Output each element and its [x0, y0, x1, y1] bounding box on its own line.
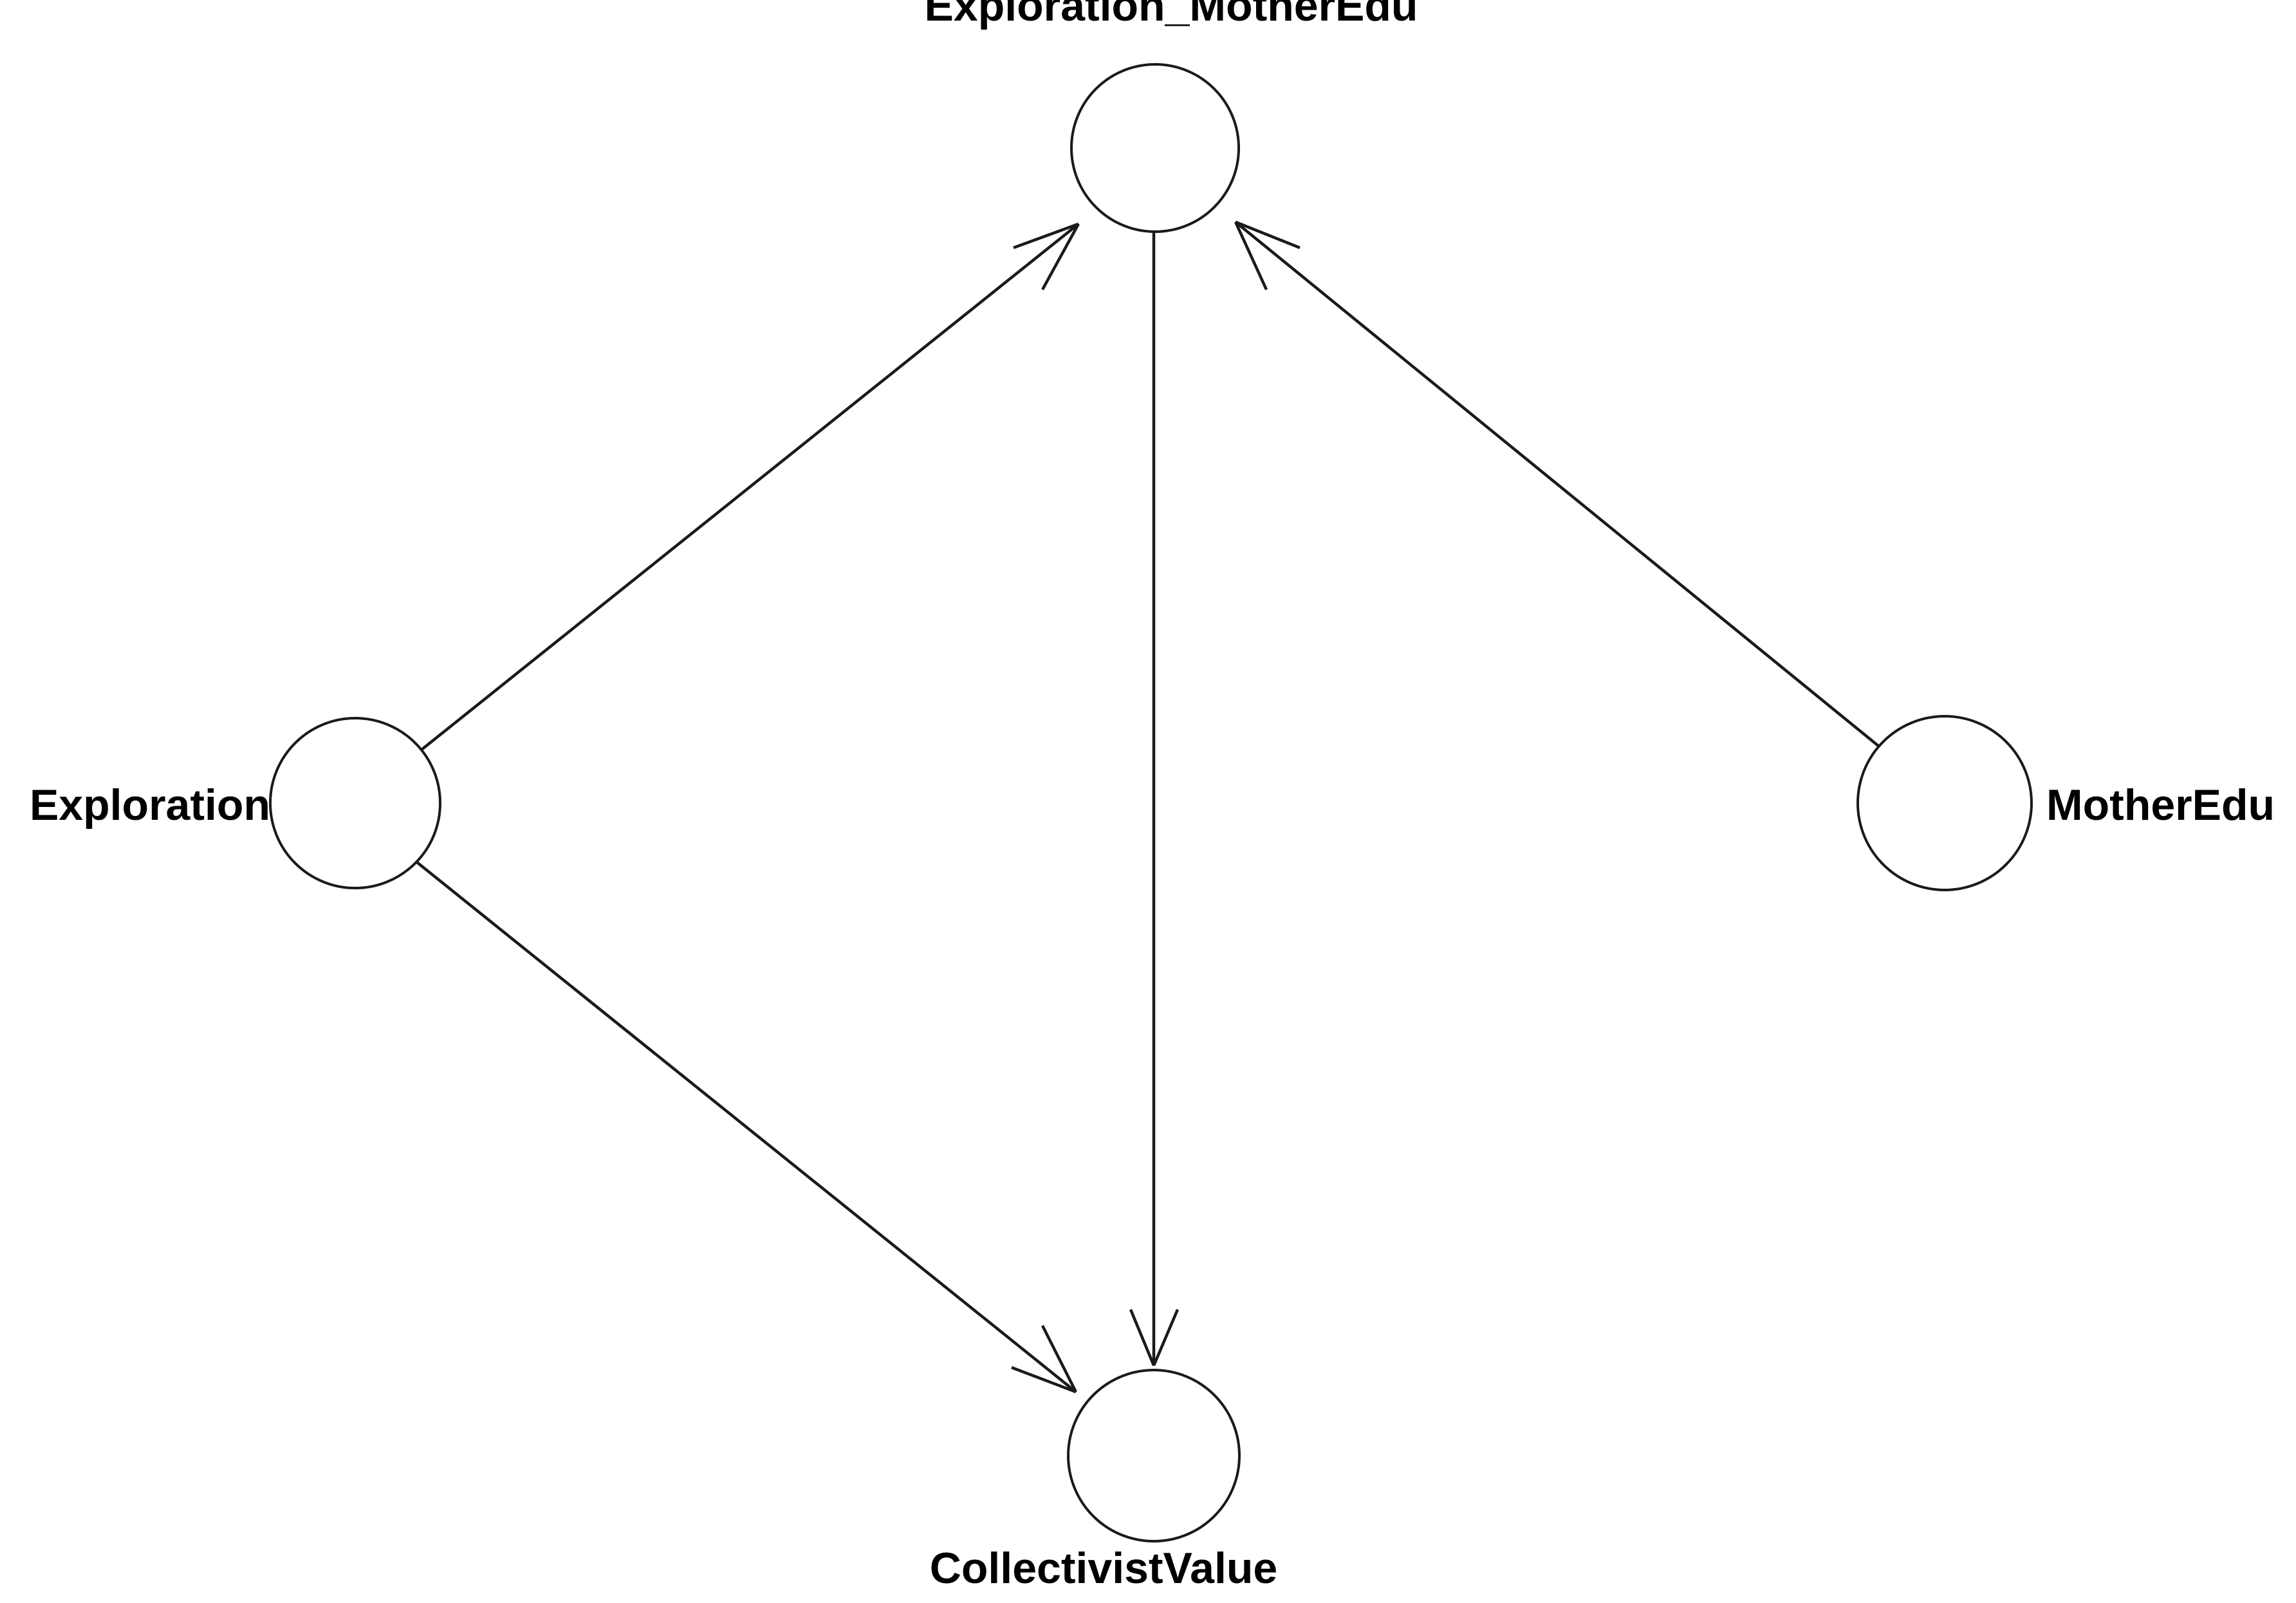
- node-exploration-motheredu[interactable]: Exploration_MotherEdu: [925, 0, 1418, 233]
- node-label: CollectivistValue: [930, 1544, 1277, 1593]
- edge-line: [416, 861, 1077, 1393]
- edge-motheredu-to-exploration-motheredu[interactable]: [1234, 220, 1887, 753]
- edge-line: [420, 223, 1080, 751]
- arrowhead-icon: [1129, 1309, 1180, 1366]
- node-motheredu[interactable]: MotherEdu: [1856, 715, 2275, 891]
- edge-exploration-to-collectivistvalue[interactable]: [416, 861, 1078, 1394]
- node-collectivistvalue[interactable]: CollectivistValue: [930, 1369, 1277, 1593]
- edge-group: [416, 220, 1887, 1394]
- edge-line: [1234, 221, 1887, 753]
- node-exploration[interactable]: Exploration: [30, 717, 441, 889]
- arrowhead-icon: [1013, 222, 1080, 291]
- arrowhead-icon: [1234, 220, 1301, 290]
- arrowhead-icon: [1011, 1324, 1078, 1394]
- node-circle[interactable]: [1856, 715, 2033, 891]
- node-label: MotherEdu: [2046, 781, 2275, 829]
- node-group: Exploration_MotherEdu Exploration Mother…: [30, 0, 2275, 1593]
- node-circle[interactable]: [1067, 1369, 1241, 1543]
- edge-exploration-motheredu-to-collectivistvalue[interactable]: [1129, 232, 1180, 1366]
- node-circle[interactable]: [269, 717, 441, 889]
- node-label: Exploration: [30, 781, 270, 829]
- node-label: Exploration_MotherEdu: [925, 0, 1418, 30]
- edge-exploration-to-exploration-motheredu[interactable]: [420, 222, 1080, 751]
- node-circle[interactable]: [1070, 63, 1240, 233]
